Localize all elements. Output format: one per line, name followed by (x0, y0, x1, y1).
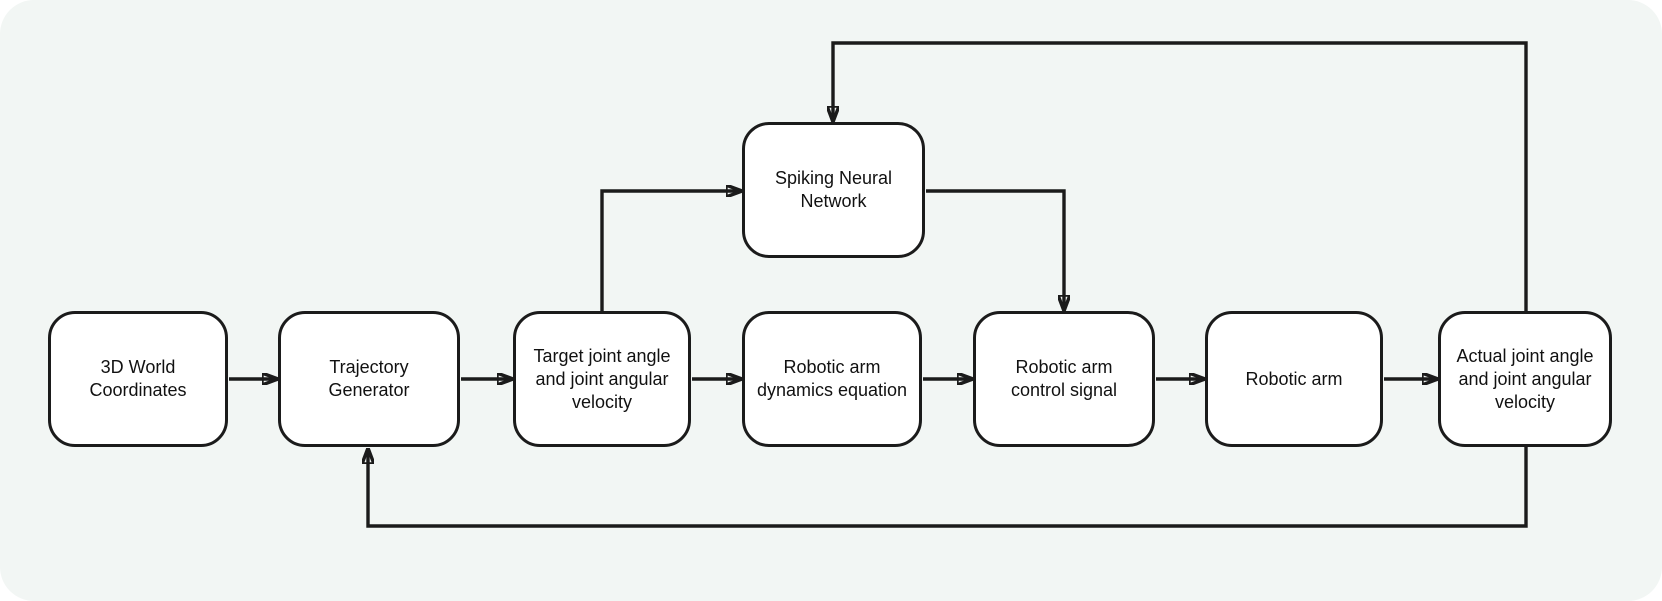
node-label: Robotic arm dynamics equation (756, 357, 908, 400)
node-robotic-arm-dynamics-equation: Robotic arm dynamics equation (742, 311, 922, 447)
node-label: 3D World Coordinates (89, 357, 187, 400)
node-label: Actual joint angle and joint angular vel… (1456, 345, 1594, 412)
edge-snn-to-control (926, 189, 1064, 310)
node-label: Robotic arm control signal (1010, 357, 1118, 400)
node-label: Trajectory Generator (328, 357, 410, 400)
node-label: Target joint angle and joint angular vel… (533, 345, 671, 412)
node-label: Robotic arm (1245, 368, 1343, 389)
node-3d-world-coordinates: 3D World Coordinates (48, 311, 228, 447)
edge-feedback-actual-to-snn (833, 41, 1528, 311)
edge-target-to-snn (600, 191, 741, 311)
node-robotic-arm: Robotic arm (1205, 311, 1383, 447)
node-actual-joint-angle: Actual joint angle and joint angular vel… (1438, 311, 1612, 447)
node-spiking-neural-network: Spiking Neural Network (742, 122, 925, 258)
node-label: Spiking Neural Network (774, 168, 893, 211)
node-trajectory-generator: Trajectory Generator (278, 311, 460, 447)
node-target-joint-angle: Target joint angle and joint angular vel… (513, 311, 691, 447)
node-robotic-arm-control-signal: Robotic arm control signal (973, 311, 1155, 447)
edge-feedback-actual-to-trajectory (368, 447, 1528, 528)
